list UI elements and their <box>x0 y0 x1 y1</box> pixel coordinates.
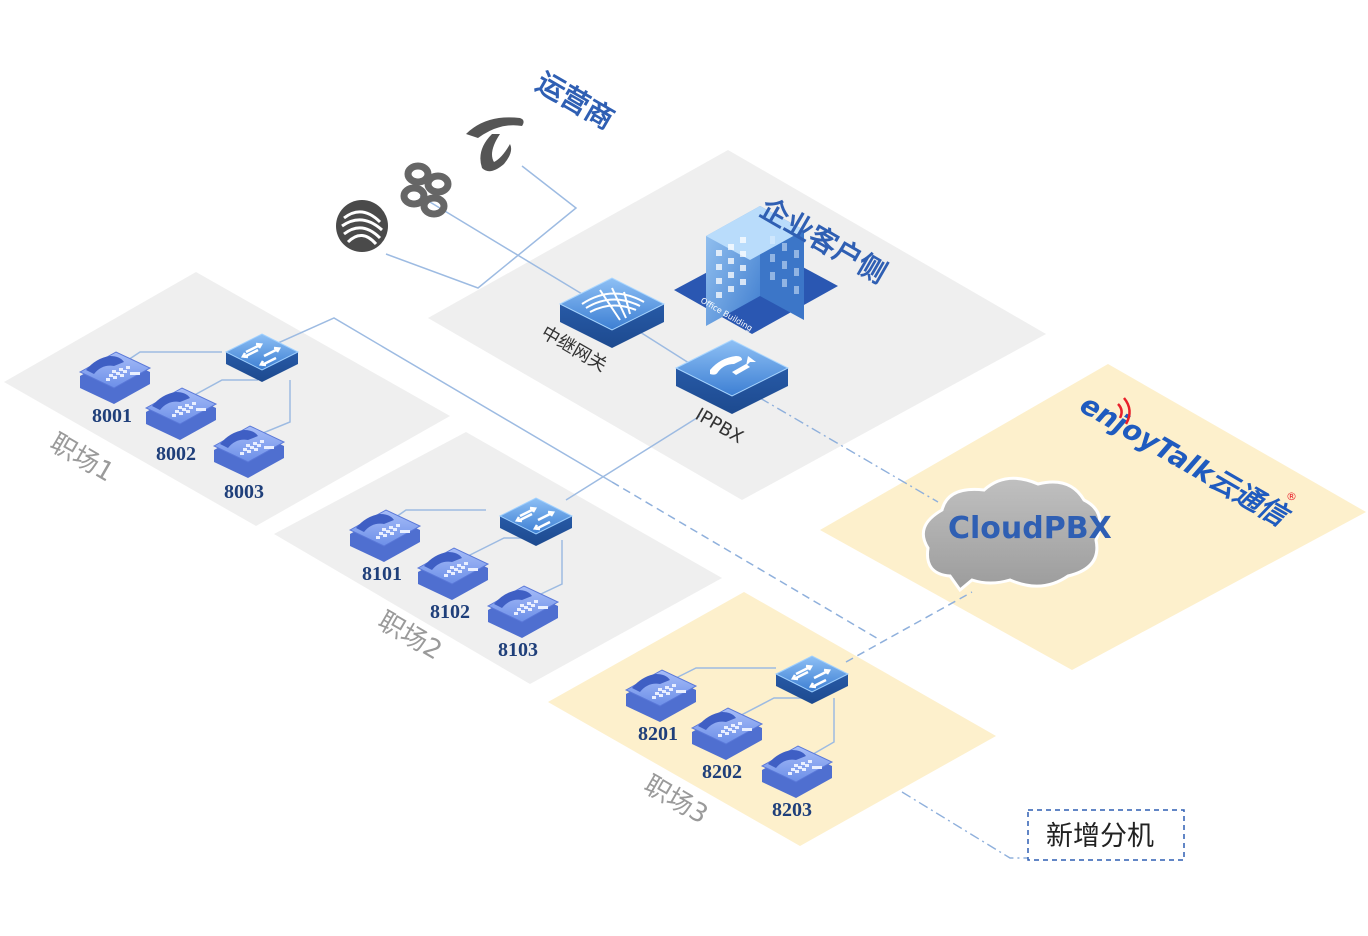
zone-1-ext-2: 8002 <box>156 443 196 465</box>
cloud-connections <box>611 481 973 663</box>
zone-3-platform <box>548 592 996 846</box>
zone-2-ext-1: 8101 <box>362 563 402 585</box>
brand-signal-icon <box>1117 397 1131 425</box>
cloud-label: CloudPBX <box>948 511 1112 546</box>
cloud-icon <box>921 476 1102 593</box>
china-mobile-logo <box>336 200 388 252</box>
ippbx-icon <box>674 339 790 414</box>
china-telecom-logo <box>466 117 524 172</box>
carrier-title: 运营商 <box>531 65 620 136</box>
cloud-link-dashdot <box>759 397 1028 859</box>
zone-3-ext-3: 8203 <box>772 799 812 821</box>
zone-3-ext-2: 8202 <box>702 761 742 783</box>
zone-1-ext-1: 8001 <box>92 405 132 427</box>
callout-label: 新增分机 <box>1046 821 1154 852</box>
office-building-icon <box>674 206 838 334</box>
zone-2-ext-3: 8103 <box>498 639 538 661</box>
brand-mark: ® <box>1286 490 1297 503</box>
china-unicom-logo <box>400 162 452 218</box>
carrier-logos <box>336 117 524 252</box>
trunk-gateway-icon <box>558 277 666 348</box>
zone-1-platform <box>4 272 450 526</box>
zone-2-ext-2: 8102 <box>430 601 470 623</box>
new-extension-callout: 新增分机 <box>1027 809 1185 861</box>
zone-3-ext-1: 8201 <box>638 723 678 745</box>
zone-1-ext-3: 8003 <box>224 481 264 503</box>
zone-2-platform <box>274 432 722 684</box>
